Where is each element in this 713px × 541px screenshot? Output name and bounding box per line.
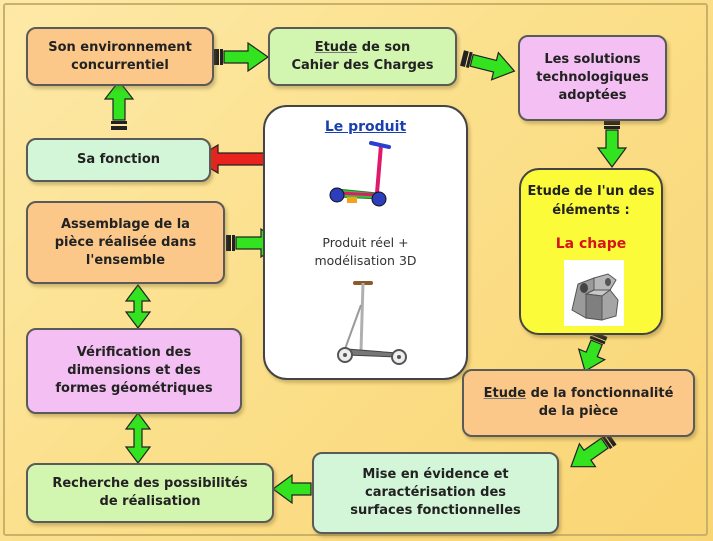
cahier-prefix: Etude	[314, 39, 358, 55]
node-etude-element: Etude de l'un des éléments : La chape	[519, 168, 663, 335]
node-recherche-label: Recherche des possibilités de réalisatio…	[52, 476, 248, 509]
node-assemblage: Assemblage de la pièce réalisée dans l'e…	[26, 201, 225, 284]
node-verification: Vérification des dimensions et des forme…	[26, 328, 242, 414]
arrow-environnement-to-cahier	[214, 41, 270, 73]
node-solutions-label: Les solutions technologiques adoptées	[536, 52, 649, 103]
node-fonction-label: Sa fonction	[76, 152, 161, 167]
node-environnement-label: Son environnement concurrentiel	[48, 39, 192, 73]
arrow-recherche-verification-double	[124, 412, 152, 464]
node-mise-en-evidence: Mise en évidence et caractérisation des …	[312, 452, 559, 534]
chape-part-image-icon	[564, 260, 624, 326]
cahier-rest: de son Cahier des Charges	[291, 39, 434, 73]
node-verification-label: Vérification des dimensions et des forme…	[55, 345, 213, 396]
arrow-fonctionnalite-to-mise-en-evidence	[570, 431, 617, 468]
chape-label: La chape	[555, 236, 627, 252]
node-fonctionnalite-piece: Etude de la fonctionnalité de la pièce	[462, 369, 695, 437]
node-solutions-technologiques: Les solutions technologiques adoptées	[518, 35, 667, 121]
node-assemblage-label: Assemblage de la pièce réalisée dans l'e…	[54, 216, 197, 268]
node-cahier-des-charges: Etude de son Cahier des Charges	[268, 27, 457, 86]
scooter-3d-model-icon	[323, 137, 413, 217]
fonctionnalite-prefix: Etude	[483, 386, 527, 401]
arrow-fonction-to-environnement	[103, 80, 135, 130]
node-fonctionnalite-label: Etude de la fonctionnalité de la pièce	[484, 385, 674, 421]
arrow-cahier-to-solutions	[460, 50, 516, 81]
node-environnement-concurrentiel: Son environnement concurrentiel	[26, 27, 214, 86]
node-cahier-label: Etude de son Cahier des Charges	[291, 39, 433, 75]
arrow-etude-element-to-fonctionnalite	[577, 331, 608, 372]
diagram-frame	[3, 3, 708, 536]
node-sa-fonction: Sa fonction	[26, 138, 211, 182]
node-etude-element-label: Etude de l'un des éléments :	[527, 184, 655, 218]
produit-title: Le produit	[324, 119, 407, 135]
fonctionnalite-rest: de la fonctionnalité de la pièce	[530, 386, 674, 419]
node-recherche-realisation: Recherche des possibilités de réalisatio…	[26, 463, 274, 523]
arrow-verification-assemblage-double	[124, 284, 152, 329]
scooter-real-photo-icon	[325, 275, 415, 370]
arrow-solutions-to-etude-element	[596, 121, 628, 169]
produit-caption: Produit réel + modélisation 3D	[314, 235, 417, 268]
node-mise-en-evidence-label: Mise en évidence et caractérisation des …	[350, 467, 521, 518]
node-le-produit: Le produit Produit réel + modélisation 3…	[263, 105, 468, 380]
